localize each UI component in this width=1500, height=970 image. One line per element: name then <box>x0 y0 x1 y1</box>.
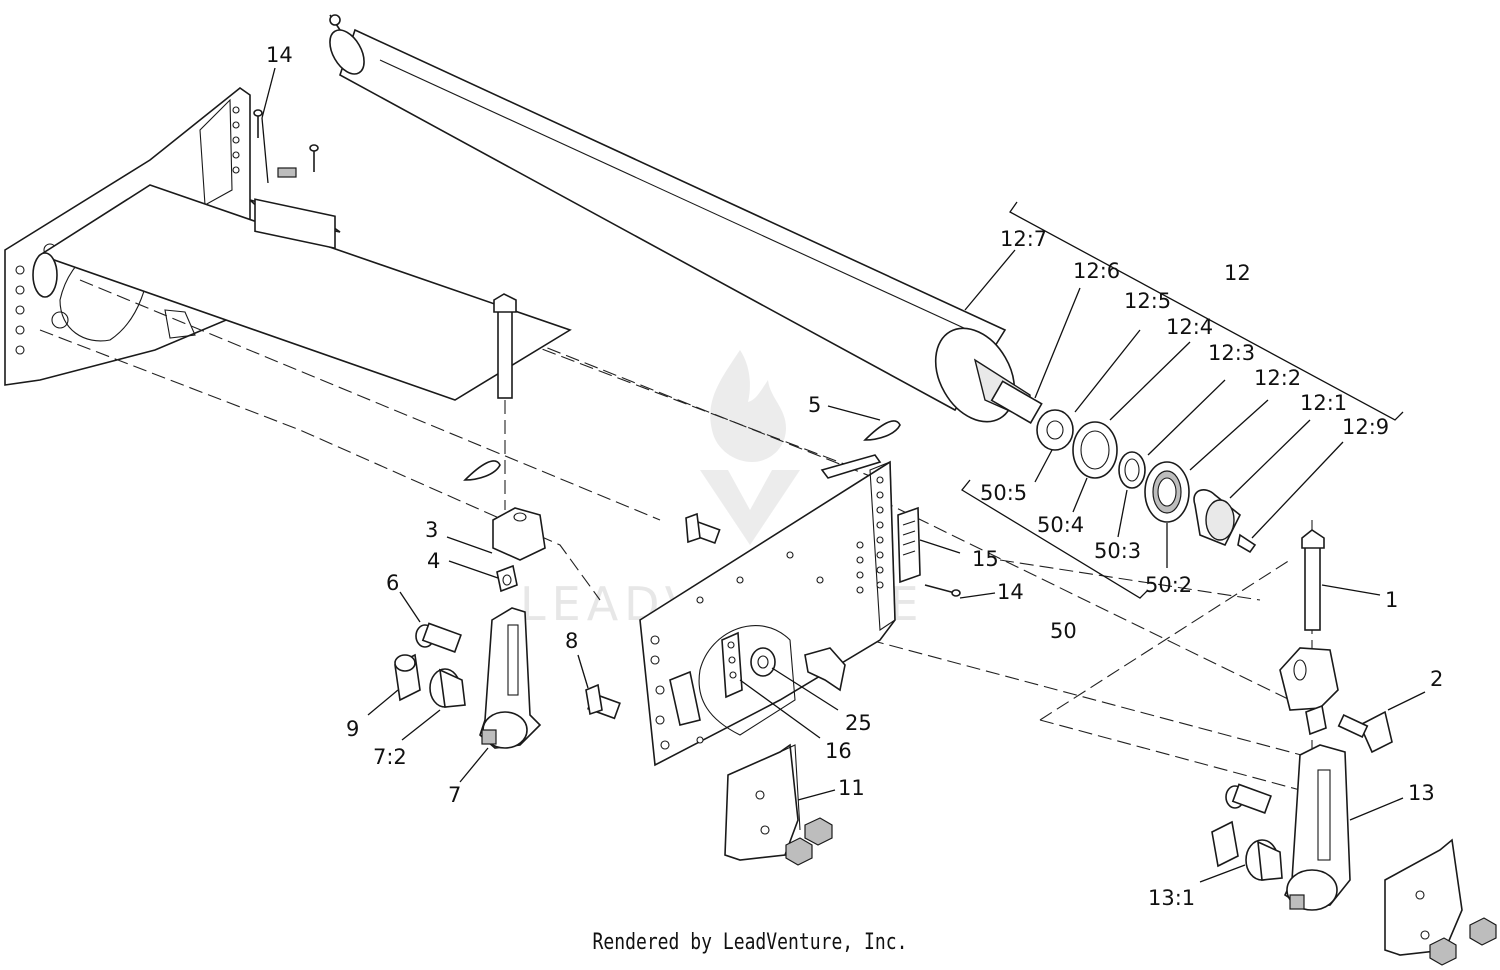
callout-9: 9 <box>346 717 359 741</box>
plate-holes <box>650 476 884 750</box>
leader-lines <box>261 67 1426 883</box>
callout-1: 1 <box>1385 588 1398 612</box>
callout-12-1: 12:1 <box>1300 391 1347 415</box>
decal-15 <box>897 506 921 584</box>
callout-4: 4 <box>427 549 440 573</box>
flame-icon <box>710 350 786 462</box>
callout-labels: 14 12:7 12:6 12 12:5 12:4 12:3 12:2 12:1… <box>266 43 1443 910</box>
decal-16 <box>721 631 743 699</box>
right-bushing <box>1211 783 1283 881</box>
callout-14-upper: 14 <box>266 43 293 67</box>
bracket-11 <box>724 743 833 866</box>
left-spacer-7-2 <box>429 668 466 708</box>
callout-50-2: 50:2 <box>1145 573 1192 597</box>
callout-16: 16 <box>825 739 852 763</box>
bearing-set <box>1036 409 1257 554</box>
assembly-brackets <box>961 201 1404 599</box>
left-bushing-9 <box>394 653 421 702</box>
pin-2 <box>1337 710 1393 754</box>
callout-12-6: 12:6 <box>1073 259 1120 283</box>
callout-50: 50 <box>1050 619 1077 643</box>
rivet-pins-upper <box>253 109 319 172</box>
decal-plate <box>249 167 341 250</box>
hair-pins <box>463 420 901 481</box>
reel-shaft <box>32 184 572 401</box>
callout-5: 5 <box>808 393 821 417</box>
spacer-25 <box>750 647 776 677</box>
callout-11: 11 <box>838 776 865 800</box>
v-mark-icon <box>700 470 800 545</box>
callout-7: 7 <box>448 783 461 807</box>
right-side-plate <box>639 454 896 767</box>
left-bushing-6 <box>415 622 462 653</box>
callout-50-4: 50:4 <box>1037 513 1084 537</box>
left-adjuster <box>479 293 546 749</box>
callout-13-1: 13:1 <box>1148 886 1195 910</box>
callout-12-3: 12:3 <box>1208 341 1255 365</box>
callout-3: 3 <box>425 518 438 542</box>
right-bracket <box>1384 838 1497 966</box>
callout-50-5: 50:5 <box>980 481 1027 505</box>
callout-12-2: 12:2 <box>1254 366 1301 390</box>
right-adjuster <box>1279 529 1351 911</box>
callout-8: 8 <box>565 629 578 653</box>
callout-15: 15 <box>972 547 999 571</box>
callout-50-3: 50:3 <box>1094 539 1141 563</box>
callout-12-9: 12:9 <box>1342 415 1389 439</box>
callout-2: 2 <box>1430 667 1443 691</box>
callout-12-7: 12:7 <box>1000 227 1047 251</box>
callout-13: 13 <box>1408 781 1435 805</box>
rivet-14-right <box>924 584 961 597</box>
bolt-upper <box>685 512 721 545</box>
callout-12-4: 12:4 <box>1166 315 1213 339</box>
callout-12-5: 12:5 <box>1124 289 1171 313</box>
callout-6: 6 <box>386 571 399 595</box>
callout-14-right: 14 <box>997 580 1024 604</box>
roller-tube <box>329 14 1043 424</box>
bolt-8 <box>585 683 621 720</box>
callout-12: 12 <box>1224 261 1251 285</box>
render-caption: Rendered by LeadVenture, Inc. <box>592 930 908 955</box>
callout-7-2: 7:2 <box>373 745 407 769</box>
callout-25: 25 <box>845 711 872 735</box>
